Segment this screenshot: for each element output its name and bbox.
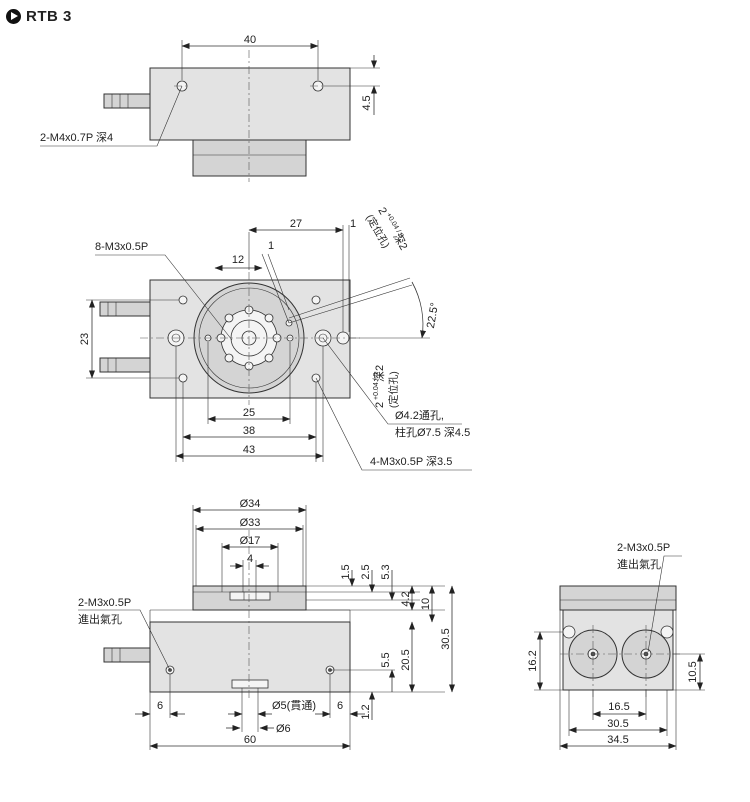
front-view: Ø34 Ø33 Ø17 4 1.5 2.5 5.3 4.2 10 30.5 5. xyxy=(78,498,455,750)
label-counterbore: 柱孔Ø7.5 深4.5 xyxy=(395,425,470,439)
dim-5-5: 5.5 xyxy=(380,652,392,667)
dim-4-2: 4.2 xyxy=(400,591,412,606)
dim-6-right: 6 xyxy=(337,700,343,712)
play-triangle-icon xyxy=(6,8,21,24)
dim-1-5: 1.5 xyxy=(340,564,352,579)
dim-30-5: 30.5 xyxy=(440,628,452,649)
svg-text:深2: 深2 xyxy=(373,365,386,382)
label-port-side-2: 進出氣孔 xyxy=(617,557,661,571)
air-fitting xyxy=(99,301,151,317)
dim-4: 4 xyxy=(247,553,253,565)
dim-6-left: 6 xyxy=(157,700,163,712)
svg-text:(定位孔): (定位孔) xyxy=(387,371,400,408)
dim-25: 25 xyxy=(243,407,255,419)
dim-1-2: 1.2 xyxy=(360,704,372,719)
dim-d6: Ø6 xyxy=(276,723,291,735)
dim-16-2: 16.2 xyxy=(527,650,539,671)
label-4-m3: 4-M3x0.5P 深3.5 xyxy=(370,455,452,468)
svg-text:+0.04 / 0: +0.04 / 0 xyxy=(373,372,380,400)
top-flange xyxy=(192,139,307,177)
dim-d5: Ø5(貫通) xyxy=(272,699,316,712)
plan-view: 27 1 12 1 2 +0.04 / 0 深2 (定位孔) 22.5° 2 +… xyxy=(79,206,472,471)
top-body xyxy=(149,67,351,141)
dim-34-5: 34.5 xyxy=(607,734,628,746)
dim-20-5: 20.5 xyxy=(400,649,412,670)
dim-4-5: 4.5 xyxy=(361,95,373,110)
drawing-title: RTB 3 xyxy=(26,7,72,25)
label-8-m3: 8-M3x0.5P xyxy=(95,241,148,253)
air-fitting xyxy=(103,93,152,109)
dim-38: 38 xyxy=(243,425,255,437)
top-view: 40 4.5 2-M4x0.7P 深4 xyxy=(40,34,380,182)
dim-16-5: 16.5 xyxy=(608,701,629,713)
label-tap-2-m4: 2-M4x0.7P 深4 xyxy=(40,131,113,144)
dim-40: 40 xyxy=(244,34,256,46)
dim-d17: Ø17 xyxy=(240,535,261,547)
dim-12: 12 xyxy=(232,254,244,266)
label-port-side-1: 2-M3x0.5P xyxy=(617,542,670,554)
dim-5-3: 5.3 xyxy=(380,564,392,579)
pin-annotation-mid: 2 +0.04 / 0 深2 (定位孔) xyxy=(373,365,400,408)
title-bar: RTB 3 xyxy=(6,6,72,26)
svg-text:2: 2 xyxy=(374,402,386,408)
side-view: 2-M3x0.5P 進出氣孔 16.2 10.5 16.5 30.5 34.5 xyxy=(527,542,705,750)
dim-1-mid: 1 xyxy=(268,240,274,252)
svg-text:深2: 深2 xyxy=(390,231,410,252)
dim-d33: Ø33 xyxy=(240,517,261,529)
dim-43: 43 xyxy=(243,444,255,456)
dim-1-top: 1 xyxy=(350,218,356,230)
air-fitting xyxy=(103,647,151,663)
label-thru-hole: Ø4.2通孔, xyxy=(395,409,444,422)
dim-2-5: 2.5 xyxy=(360,564,372,579)
dim-23: 23 xyxy=(79,333,91,345)
dim-d34: Ø34 xyxy=(240,498,261,510)
dim-60: 60 xyxy=(244,734,256,746)
dim-10: 10 xyxy=(420,598,432,610)
label-port-front-1: 2-M3x0.5P xyxy=(78,597,131,609)
svg-text:2: 2 xyxy=(375,206,388,217)
label-port-front-2: 進出氣孔 xyxy=(78,612,122,626)
dim-30-5-side: 30.5 xyxy=(607,718,628,730)
pin-annotation-top: 2 +0.04 / 0 深2 (定位孔) xyxy=(363,206,410,253)
dim-10-5: 10.5 xyxy=(687,661,699,682)
air-fitting xyxy=(99,357,151,373)
dim-27: 27 xyxy=(290,218,302,230)
dim-22-5: 22.5° xyxy=(425,302,441,330)
